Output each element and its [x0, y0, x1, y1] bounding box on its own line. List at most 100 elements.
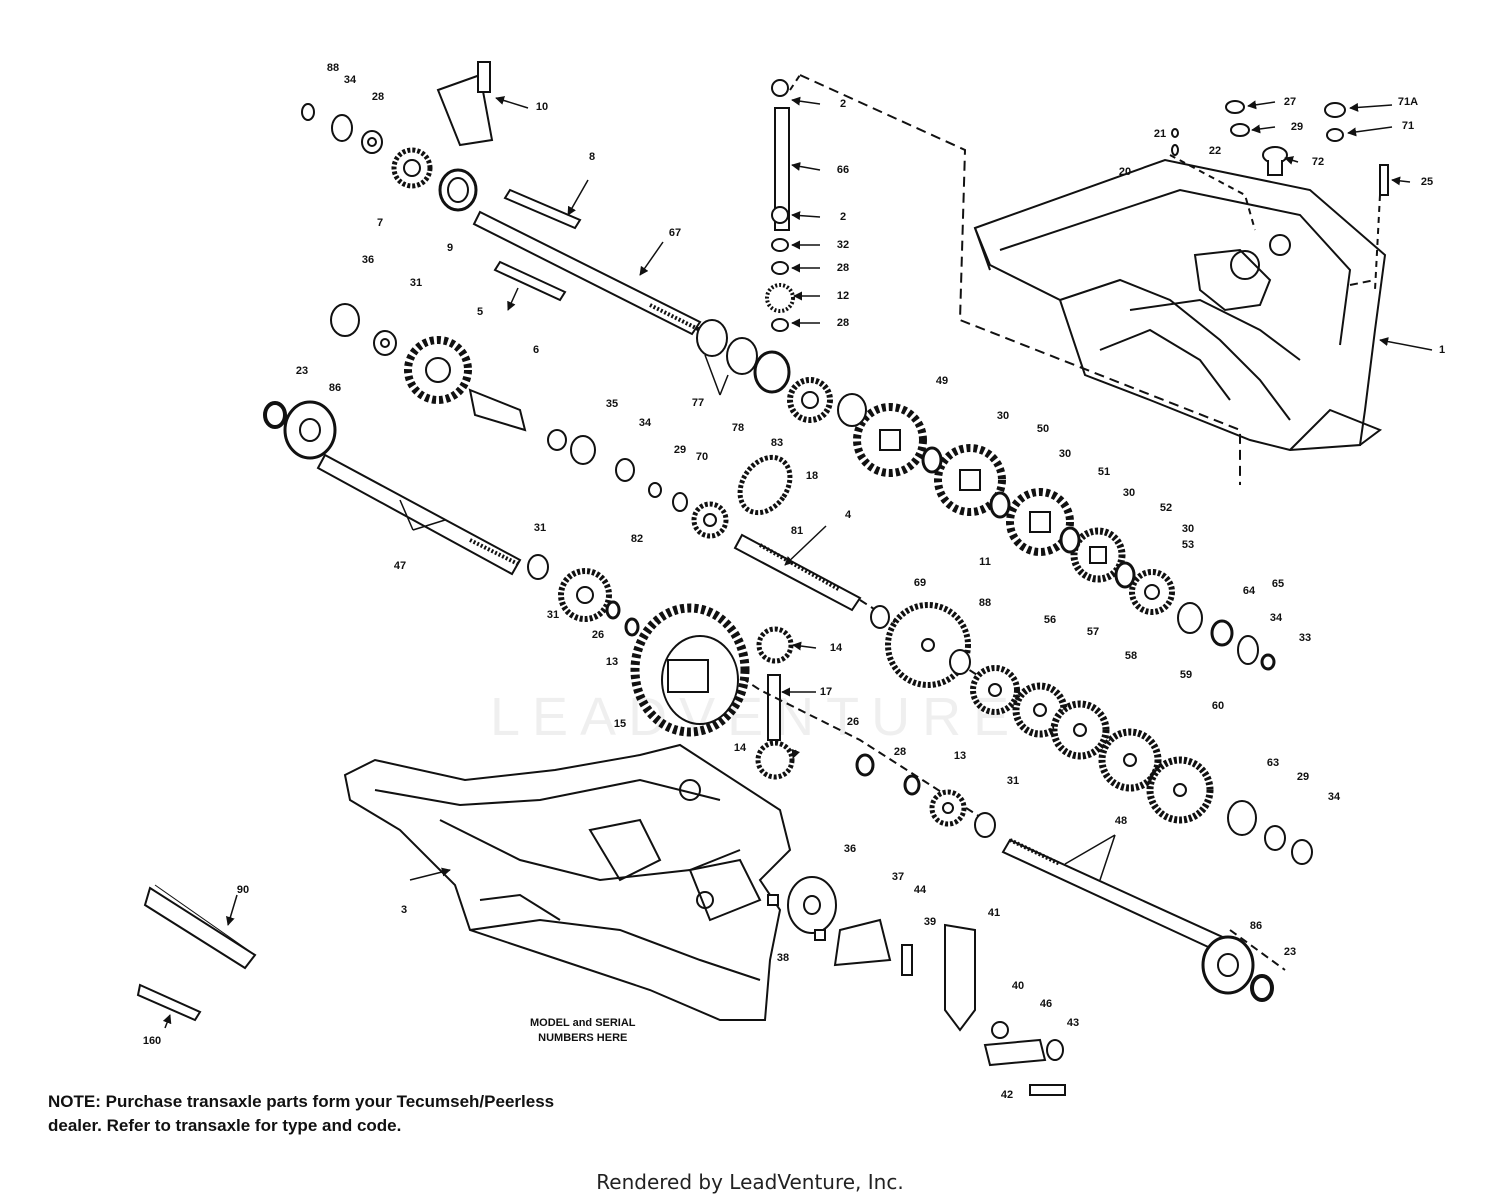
serial-line-1: MODEL and SERIAL [530, 1017, 636, 1029]
part-label: 58 [1124, 650, 1138, 662]
footer-credit: Rendered by LeadVenture, Inc. [596, 1170, 904, 1194]
part-label: 23 [1283, 946, 1297, 958]
part-label: 88 [326, 62, 340, 74]
part-label: 56 [1043, 614, 1057, 626]
part-label: 2 [839, 98, 847, 110]
part-label: 41 [987, 907, 1001, 919]
lower-housing [343, 743, 792, 1021]
part-label: 66 [836, 164, 850, 176]
part-label: 29 [673, 444, 687, 456]
part-label: 30 [1058, 448, 1072, 460]
part-label: 67 [668, 227, 682, 239]
part-label: 42 [1000, 1089, 1014, 1101]
part-label: 48 [1114, 815, 1128, 827]
note-text: NOTE: Purchase transaxle parts form your… [48, 1090, 748, 1138]
part-label: 33 [1298, 632, 1312, 644]
part-label: 78 [731, 422, 745, 434]
part-label: 9 [446, 242, 454, 254]
gears [391, 147, 1214, 827]
part-label: 38 [776, 952, 790, 964]
part-label: 64 [1242, 585, 1256, 597]
part-label: 34 [638, 417, 652, 429]
part-label: 23 [295, 365, 309, 377]
note-line-2: dealer. Refer to transaxle for type and … [48, 1116, 402, 1135]
part-label: 14 [733, 742, 747, 754]
part-label: 15 [613, 718, 627, 730]
part-label: 18 [805, 470, 819, 482]
bushings-and-washers [263, 79, 1389, 1002]
part-label: 88 [978, 597, 992, 609]
part-label: 28 [893, 746, 907, 758]
part-label: 10 [535, 101, 549, 113]
part-label: 34 [1269, 612, 1283, 624]
part-label: 40 [1011, 980, 1025, 992]
part-label: 27 [1283, 96, 1297, 108]
part-label: 71 [1401, 120, 1415, 132]
part-label: 13 [605, 656, 619, 668]
part-label: 14 [829, 642, 843, 654]
part-label: 86 [328, 382, 342, 394]
part-label: 43 [1066, 1017, 1080, 1029]
part-label: 32 [836, 239, 850, 251]
part-label: 51 [1097, 466, 1111, 478]
part-label: 69 [913, 577, 927, 589]
part-label: 26 [846, 716, 860, 728]
housing-dashed-line [799, 74, 1241, 485]
part-label: 34 [1327, 791, 1341, 803]
part-label: 28 [836, 262, 850, 274]
part-label: 6 [532, 344, 540, 356]
note-line-1: NOTE: Purchase transaxle parts form your… [48, 1092, 555, 1111]
part-label: 31 [409, 277, 423, 289]
part-label: 35 [605, 398, 619, 410]
part-label: 2 [839, 211, 847, 223]
part-label: 28 [836, 317, 850, 329]
part-label: 37 [891, 871, 905, 883]
part-label: 8 [588, 151, 596, 163]
part-label: 82 [630, 533, 644, 545]
part-label: 5 [476, 306, 484, 318]
part-label: 52 [1159, 502, 1173, 514]
part-label: 30 [1181, 523, 1195, 535]
part-label: 71A [1397, 96, 1419, 108]
part-label: 50 [1036, 423, 1050, 435]
part-label: 13 [953, 750, 967, 762]
part-label: 46 [1039, 998, 1053, 1010]
part-label: 60 [1211, 700, 1225, 712]
part-label: 3 [400, 904, 408, 916]
part-label: 28 [371, 91, 385, 103]
part-label: 34 [343, 74, 357, 86]
part-label: 44 [913, 884, 927, 896]
part-label: 30 [996, 410, 1010, 422]
part-label: 30 [1122, 487, 1136, 499]
part-label: 65 [1271, 578, 1285, 590]
part-label: 7 [376, 217, 384, 229]
part-label: 26 [591, 629, 605, 641]
part-label: 11 [979, 556, 991, 568]
part-label: 81 [790, 525, 804, 537]
part-label: 77 [691, 397, 705, 409]
part-label: 29 [1290, 121, 1304, 133]
part-label: 1 [1438, 344, 1446, 356]
leader-arrows [162, 96, 1433, 1029]
part-label: 57 [1086, 626, 1100, 638]
part-label: 59 [1179, 669, 1193, 681]
part-label: 36 [843, 843, 857, 855]
part-label: 39 [923, 916, 937, 928]
serial-number-callout: MODEL and SERIAL NUMBERS HERE [530, 1016, 636, 1046]
part-label: 160 [142, 1035, 162, 1047]
serial-line-2: NUMBERS HERE [538, 1032, 628, 1044]
part-label: 86 [1249, 920, 1263, 932]
part-label: 83 [770, 437, 784, 449]
part-label: 4 [844, 509, 852, 521]
part-label: 47 [393, 560, 407, 572]
part-label: 22 [1208, 145, 1222, 157]
part-label: 36 [361, 254, 375, 266]
part-label: 31 [1006, 775, 1020, 787]
part-label: 63 [1266, 757, 1280, 769]
part-label: 17 [819, 686, 833, 698]
part-label: 90 [236, 884, 250, 896]
shafts [136, 107, 1242, 1022]
part-label: 29 [1296, 771, 1310, 783]
part-label: 25 [1420, 176, 1434, 188]
